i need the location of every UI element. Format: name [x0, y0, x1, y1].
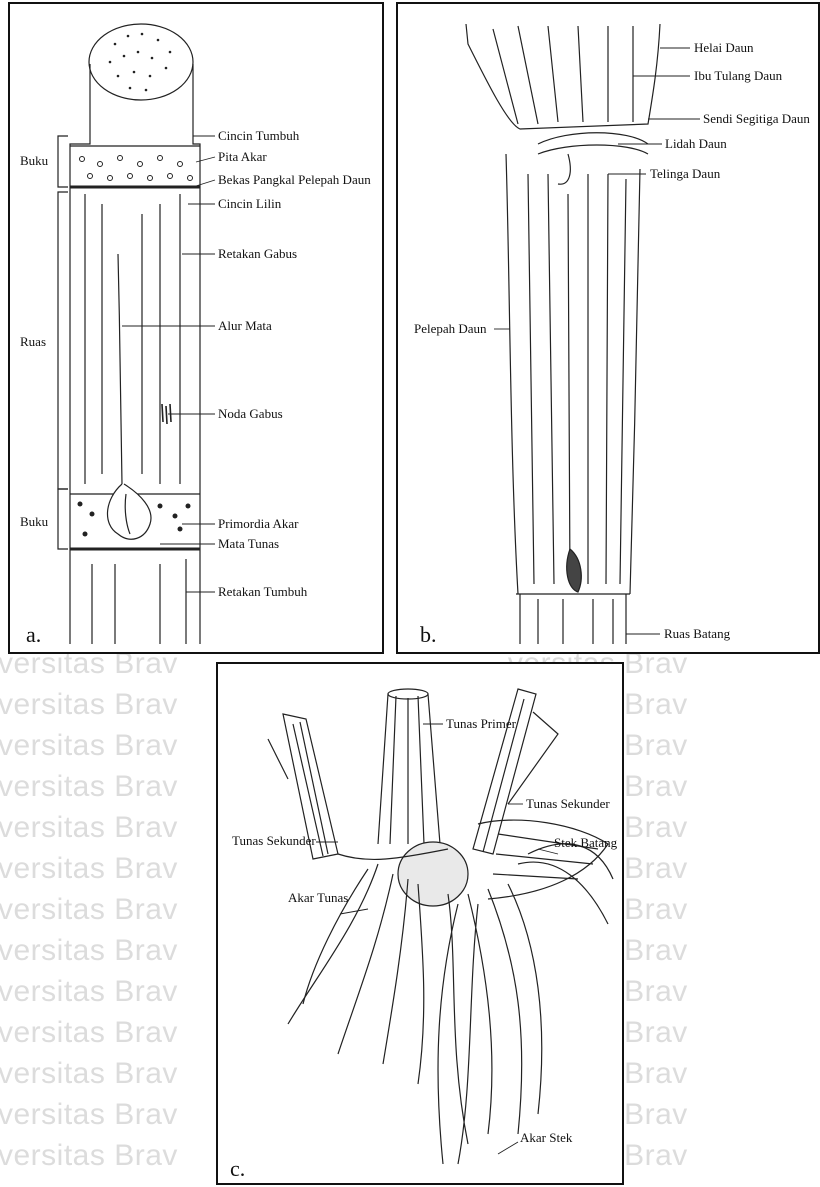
label-helai-daun: Helai Daun [694, 40, 754, 55]
label-primordia-akar: Primordia Akar [218, 516, 299, 531]
label-cincin-lilin: Cincin Lilin [218, 196, 282, 211]
label-stek-batang: Stek Batang [554, 835, 618, 850]
label-cincin-tumbuh: Cincin Tumbuh [218, 128, 300, 143]
panel-letter-a: a. [26, 622, 41, 647]
panel-a-stem: Cincin Tumbuh Pita Akar Bekas Pangkal Pe… [8, 2, 384, 654]
label-pita-akar: Pita Akar [218, 149, 267, 164]
label-akar-stek: Akar Stek [520, 1130, 573, 1145]
label-retakan-tumbuh: Retakan Tumbuh [218, 584, 308, 599]
label-sendi-segitiga-daun: Sendi Segitiga Daun [703, 111, 810, 126]
leaf-illustration: Helai Daun Ibu Tulang Daun Sendi Segitig… [398, 4, 820, 656]
label-buku-bottom: Buku [20, 514, 49, 529]
panel-letter-b: b. [420, 622, 437, 647]
label-mata-tunas: Mata Tunas [218, 536, 279, 551]
stem-illustration: Cincin Tumbuh Pita Akar Bekas Pangkal Pe… [10, 4, 386, 656]
label-ruas: Ruas [20, 334, 46, 349]
label-buku-top: Buku [20, 153, 49, 168]
shoot-root-illustration: Tunas Primer Tunas Sekunder Stek Batang … [218, 664, 626, 1187]
label-noda-gabus: Noda Gabus [218, 406, 283, 421]
label-ibu-tulang-daun: Ibu Tulang Daun [694, 68, 783, 83]
label-pelepah-daun: Pelepah Daun [414, 321, 487, 336]
label-tunas-primer: Tunas Primer [446, 716, 517, 731]
label-ruas-batang: Ruas Batang [664, 626, 731, 641]
label-akar-tunas: Akar Tunas [288, 890, 348, 905]
label-tunas-sekunder-right: Tunas Sekunder [526, 796, 610, 811]
label-bekas-pangkal-pelepah-daun: Bekas Pangkal Pelepah Daun [218, 172, 371, 187]
label-telinga-daun: Telinga Daun [650, 166, 721, 181]
label-tunas-sekunder-left: Tunas Sekunder [232, 833, 316, 848]
panel-letter-c: c. [230, 1156, 245, 1181]
label-retakan-gabus: Retakan Gabus [218, 246, 297, 261]
label-alur-mata: Alur Mata [218, 318, 272, 333]
label-lidah-daun: Lidah Daun [665, 136, 727, 151]
panel-c-shoots-roots: Tunas Primer Tunas Sekunder Stek Batang … [216, 662, 624, 1185]
panel-b-leaf: Helai Daun Ibu Tulang Daun Sendi Segitig… [396, 2, 820, 654]
